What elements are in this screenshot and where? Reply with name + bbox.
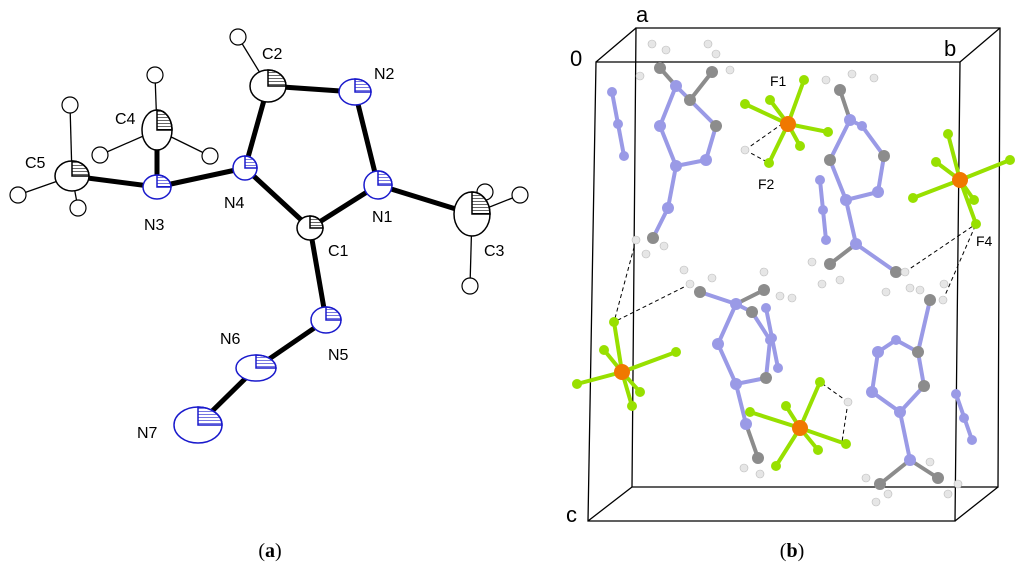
label-f4: F4	[976, 233, 993, 249]
atom-label-c4: C4	[115, 111, 136, 128]
atom-label-n1: N1	[372, 209, 393, 226]
axis-label-a: a	[636, 2, 649, 27]
panel-a-caption: (a)	[258, 540, 281, 562]
label-f2: F2	[758, 176, 775, 192]
atom-label-n3: N3	[144, 217, 165, 234]
carbon-atoms	[647, 62, 944, 490]
atom-label-n6: N6	[220, 331, 241, 348]
label-f1: F1	[770, 73, 787, 89]
atom-label-c2: C2	[262, 46, 283, 63]
fluorine-atoms	[572, 75, 1015, 471]
hydrogen-atoms	[9, 28, 529, 295]
atom-label-c1: C1	[328, 243, 349, 260]
atom-label-c3: C3	[484, 243, 505, 260]
nitrogen-atoms	[607, 80, 977, 466]
hydrogen-atoms-cell	[631, 39, 963, 507]
carbon-ellipsoids	[54, 69, 491, 241]
unit-cell-box	[587, 27, 1001, 522]
atom-label-n4: N4	[224, 195, 245, 212]
atom-label-n5: N5	[328, 347, 349, 364]
nitrogen-ellipsoids	[142, 78, 393, 444]
axis-label-c: c	[566, 502, 577, 527]
hydrogen-bond-contacts	[613, 123, 977, 443]
panel-b-packing: a 0 b c	[566, 2, 1015, 527]
atom-label-n7: N7	[137, 425, 158, 442]
panel-a-ortep: C2 N2 C4 C5 N3 N4 N1 C1 C3 N6 N5 N7	[9, 28, 529, 444]
phosphorus-atoms	[614, 116, 968, 436]
panel-b-caption: (b)	[780, 540, 804, 562]
atom-label-n2: N2	[374, 66, 395, 83]
axis-label-b: b	[944, 36, 956, 61]
axis-label-origin: 0	[570, 46, 582, 71]
atom-label-c5: C5	[25, 155, 46, 172]
